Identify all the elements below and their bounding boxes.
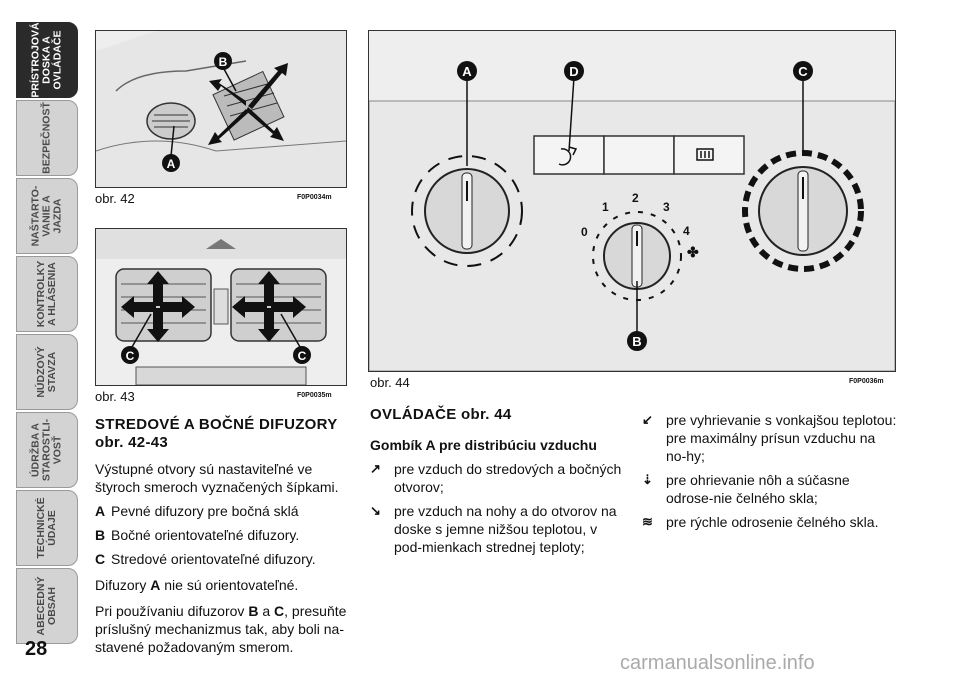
figure-code: F0P0035m: [297, 392, 332, 399]
item-text: pre vzduch do stredových a bočných otvor…: [394, 461, 622, 495]
item-text: pre rýchle odrosenie čelného skla.: [666, 514, 879, 530]
usage-key-b: B: [248, 603, 259, 619]
figure-code: F0P0034m: [297, 194, 332, 201]
tab-udrzba[interactable]: ÚDRŽBA A STAROSTLI- VOSŤ: [16, 412, 78, 488]
list-item: C Stredové orientovateľné difuzory.: [95, 550, 350, 568]
tab-kontrolky[interactable]: KONTROLKY A HLÁSENIA: [16, 256, 78, 332]
recirculation-icon: [558, 146, 578, 166]
tab-abecedny-obsah[interactable]: ABECEDNÝ OBSAH: [16, 568, 78, 644]
item-key: C: [95, 551, 106, 567]
figure-42: A B: [95, 30, 347, 188]
page-number: 28: [25, 638, 48, 660]
usage-key-c: C: [274, 603, 285, 619]
fan-level-labels: 0 1 2 3 4: [581, 191, 690, 239]
windshield-defrost-icon: ≋: [642, 514, 653, 529]
side-vents-illustration: A B: [95, 31, 347, 187]
arrows-left-vent: [121, 271, 195, 342]
label-c-right: C: [298, 349, 307, 363]
item-text: Bočné orientovateľné difuzory.: [111, 527, 300, 543]
tab-nastartovanie[interactable]: NAŠTARTO- VANIE A JAZDA: [16, 178, 78, 254]
arrows-right-vent: [232, 271, 306, 342]
climate-controls-illustration: 0 1 2 3 4 ✤ A D C B: [368, 61, 896, 372]
usage-text: a: [258, 603, 275, 619]
fan-level-1: 1: [602, 200, 609, 214]
list-item: ↗ pre vzduch do stredových a bočných otvo…: [370, 460, 625, 496]
item-text: Stredové orientovateľné difuzory.: [111, 551, 316, 567]
tab-label: TECHNICKÉ ÚDAJE: [35, 497, 58, 559]
tab-label: ÚDRŽBA A STAROSTLI- VOSŤ: [29, 418, 64, 482]
feet-windshield-icon: ⇣: [642, 472, 653, 487]
label-c-left: C: [126, 349, 135, 363]
item-text: pre vyhrievanie s vonkajšou teplotou: pr…: [666, 412, 897, 464]
right-column-text: ↙ pre vyhrievanie s vonkajšou teplotou: p…: [642, 411, 898, 531]
note-key: A: [150, 577, 161, 593]
item-key: A: [95, 503, 106, 519]
controls-subheading: Gombík A pre distribúciu vzduchu: [370, 437, 597, 453]
middle-column-text: OVLÁDAČE obr. 44 Gombík A pre distribúci…: [370, 406, 625, 556]
usage-text: Pri používaniu difuzorov: [95, 603, 249, 619]
tab-nudzovy-stav[interactable]: NÚDZOVÝ STAVZA: [16, 334, 78, 410]
watermark: carmanualsonline.info: [620, 652, 815, 674]
tab-pristrojova-doska[interactable]: PRÍSTROJOVÁ DOSKA A OVLÁDAČE: [16, 22, 78, 98]
list-item: ≋ pre rýchle odrosenie čelného skla.: [642, 513, 898, 531]
figure-43: C C: [95, 228, 347, 386]
figure-44: 0 1 2 3 4 ✤ A D C B: [368, 30, 896, 372]
fan-level-3: 3: [663, 200, 670, 214]
usage-paragraph: Pri používaniu difuzorov B a C, presuňte…: [95, 602, 350, 656]
feet-vent-icon: ↘: [370, 503, 381, 518]
item-text: pre ohrievanie nôh a súčasne odrose-nie …: [666, 472, 850, 506]
figure-caption: obr. 44: [370, 375, 410, 390]
note-suffix: nie sú orientovateľné.: [160, 577, 299, 593]
note-prefix: Difuzory: [95, 577, 151, 593]
face-vent-icon: ↗: [370, 461, 381, 476]
tab-label: KONTROLKY A HLÁSENIA: [35, 260, 58, 328]
tab-label: NÚDZOVÝ STAVZA: [35, 346, 58, 398]
item-text: Pevné difuzory pre bočná sklá: [111, 503, 299, 519]
tab-technicke-udaje[interactable]: TECHNICKÉ ÚDAJE: [16, 490, 78, 566]
usage-text: , presuňte príslušný mechanizmus tak, ab…: [95, 603, 347, 655]
fan-icon: ✤: [687, 244, 699, 260]
fan-level-0: 0: [581, 225, 588, 239]
list-item: ↘ pre vzduch na nohy a do otvorov na dosk…: [370, 502, 625, 556]
label-c: C: [798, 64, 808, 79]
controls-heading: OVLÁDAČE obr. 44: [370, 406, 512, 423]
tab-label: PRÍSTROJOVÁ DOSKA A OVLÁDAČE: [29, 22, 64, 98]
label-b: B: [632, 334, 641, 349]
section-heading-ref: obr. 42-43: [95, 434, 169, 451]
label-d: D: [569, 64, 578, 79]
fan-level-4: 4: [683, 224, 690, 238]
feet-vent-icon: ↙: [642, 412, 653, 427]
list-item: B Bočné orientovateľné difuzory.: [95, 526, 350, 544]
tab-label: BEZPEČNOSŤ: [40, 102, 53, 174]
tab-bezpecnost[interactable]: BEZPEČNOSŤ: [16, 100, 78, 176]
list-item: ↙ pre vyhrievanie s vonkajšou teplotou: p…: [642, 411, 898, 465]
label-a: A: [462, 64, 472, 79]
item-text: pre vzduch na nohy a do otvorov na doske…: [394, 503, 617, 555]
figure-code: F0P0036m: [849, 378, 884, 385]
fan-level-2: 2: [632, 191, 639, 205]
label-a: A: [167, 157, 176, 171]
list-item: ⇣ pre ohrievanie nôh a súčasne odrose-nie…: [642, 471, 898, 507]
figure-caption: obr. 42: [95, 191, 135, 206]
item-key: B: [95, 527, 106, 543]
label-b: B: [219, 55, 228, 69]
center-vents-illustration: C C: [96, 229, 346, 386]
tab-label: NAŠTARTO- VANIE A JAZDA: [29, 185, 64, 247]
figure-caption: obr. 43: [95, 389, 135, 404]
rear-defrost-icon: [696, 148, 714, 161]
tab-label: ABECEDNÝ OBSAH: [35, 576, 58, 636]
intro-paragraph: Výstupné otvory sú nastaviteľné ve štyro…: [95, 461, 339, 495]
section-heading: STREDOVÉ A BOČNÉ DIFUZORY: [95, 416, 338, 433]
left-column-text: STREDOVÉ A BOČNÉ DIFUZORY obr. 42-43 Výs…: [95, 416, 350, 656]
list-item: A Pevné difuzory pre bočná sklá: [95, 502, 350, 520]
note-paragraph: Difuzory A nie sú orientovateľné.: [95, 576, 350, 594]
